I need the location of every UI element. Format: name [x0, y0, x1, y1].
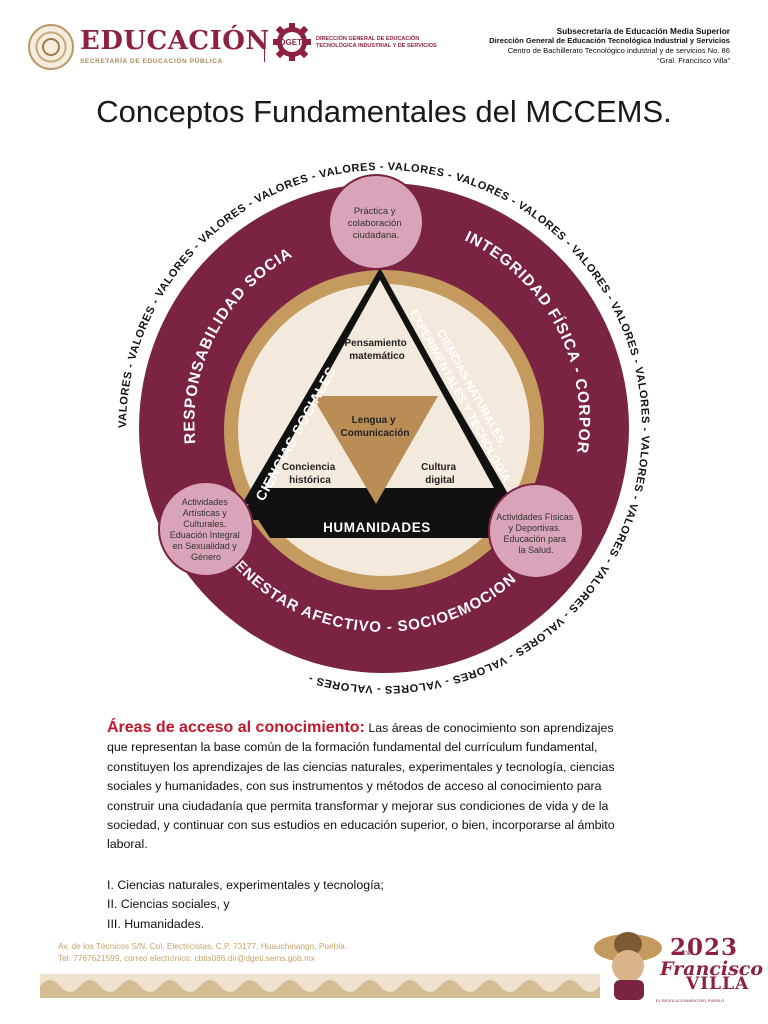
- dgeti-gear-logo: DGETI: [273, 23, 311, 61]
- mexico-seal-logo: [28, 24, 74, 70]
- brand-subtitle: SECRETARÍA DE EDUCACIÓN PÚBLICA: [80, 58, 223, 65]
- conciencia-historica-label: Conciencia histórica: [282, 462, 338, 486]
- bubble-top-text: Práctica y colaboración ciudadana.: [348, 206, 405, 241]
- list-item: II. Ciencias sociales, y: [107, 897, 230, 912]
- address-line: Av. de los Técnicos S/N, Col. Electricis…: [58, 941, 348, 951]
- logo-tagline: EL REVOLUCIONARIO DEL PUEBLO: [656, 998, 724, 1003]
- dgeti-line-1: DIRECCIÓN GENERAL DE EDUCACIÓN: [316, 36, 420, 42]
- para-line-7: laboral.: [107, 837, 148, 852]
- inst-line-3: Centro de Bachillerato Tecnológico indus…: [507, 46, 730, 55]
- areas-list: I. Ciencias naturales, experimentales y …: [107, 876, 384, 934]
- header-divider: [264, 30, 265, 62]
- humanidades-label: HUMANIDADES: [323, 520, 431, 535]
- dgeti-line-2: TECNOLÓGICA INDUSTRIAL Y DE SERVICIOS: [316, 43, 437, 49]
- francisco-text: Francisco: [660, 958, 764, 980]
- sep-brand: EDUCACIÓN SECRETARÍA DE EDUCACIÓN PÚBLIC…: [80, 26, 270, 65]
- decorative-footer-band: [40, 974, 600, 998]
- mccems-diagram: VALORES - VALORES - VALORES - VALORES - …: [64, 148, 650, 695]
- bubble-left: [158, 481, 254, 577]
- dgeti-logo-text: DGETI: [280, 38, 304, 47]
- inst-line-1: Subsecretaría de Educación Media Superio…: [556, 26, 730, 36]
- page-title: Conceptos Fundamentales del MCCEMS.: [96, 94, 672, 129]
- footer-address: Av. de los Técnicos S/N, Col. Electricis…: [58, 940, 347, 964]
- inst-line-4: “Gral. Francisco Villa”: [657, 56, 730, 65]
- para-line-3: constituyen los aprendizajes de las cien…: [107, 759, 615, 774]
- para-line-5: construir una ciudadanía que permita tra…: [107, 798, 609, 813]
- dgeti-name: DIRECCIÓN GENERAL DE EDUCACIÓN TECNOLÓGI…: [316, 36, 456, 50]
- villa-text: VILLA: [686, 974, 750, 994]
- brand-title: EDUCACIÓN: [80, 26, 270, 56]
- center-triangle: [312, 396, 438, 504]
- institution-info: Subsecretaría de Educación Media Superio…: [489, 26, 730, 66]
- para-line-2: que representan la base común de la form…: [107, 740, 598, 755]
- bubble-right-text: Actividades Físicas y Deportivas. Educac…: [496, 512, 576, 555]
- pensamiento-matematico-label: Pensamiento matemático: [344, 338, 409, 362]
- bubble-left-text: Actividades Artísticas y Culturales. Edu…: [170, 497, 243, 562]
- bubble-top: [328, 174, 424, 270]
- contact-line: Tel: 7767621599, correo electrónico: cbt…: [58, 953, 316, 963]
- year-note: AÑO DE: [672, 951, 692, 957]
- para-line-4: sociales y humanidades, con sus instrume…: [107, 779, 602, 794]
- list-item: I. Ciencias naturales, experimentales y …: [107, 878, 384, 892]
- triangle-inner: [264, 280, 494, 488]
- para-line-6: sociedad, y continuar con sus estudios e…: [107, 818, 615, 833]
- para-line-1: Las áreas de conocimiento son aprendizaj…: [368, 721, 614, 735]
- list-item: III. Humanidades.: [107, 916, 205, 931]
- year-2023: 2023: [670, 934, 739, 961]
- francisco-villa-2023-logo: EL REVOLUCIONARIO DEL PUEBLO: [594, 932, 724, 1003]
- lengua-comunicacion-label: Lengua y Comunicación: [341, 415, 410, 439]
- inst-line-2: Dirección General de Educación Tecnológi…: [489, 36, 730, 45]
- cultura-digital-label: Cultura digital: [421, 462, 459, 486]
- bubble-right: [488, 483, 584, 579]
- areas-lead: Áreas de acceso al conocimiento:: [107, 719, 365, 736]
- areas-paragraph: Áreas de acceso al conocimiento: Las áre…: [107, 718, 663, 855]
